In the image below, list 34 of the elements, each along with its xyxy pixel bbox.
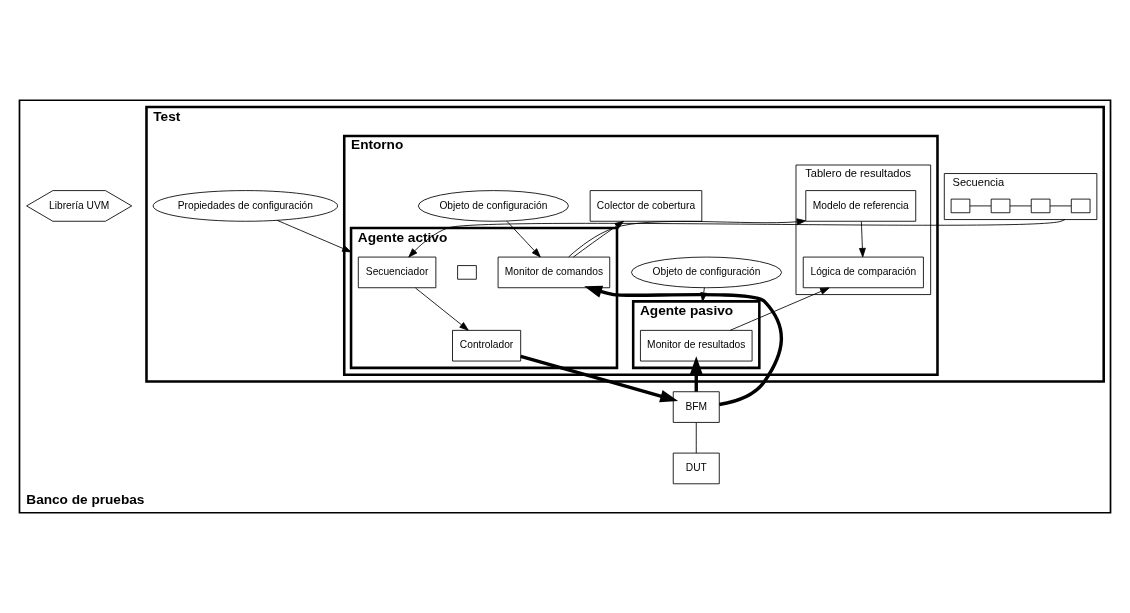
arrow (700, 287, 708, 302)
arrow (568, 218, 807, 258)
connector (695, 422, 697, 454)
node-box (1030, 198, 1051, 214)
node-box: BFM (672, 391, 720, 423)
node-box: Modelo de referencia (805, 190, 917, 222)
arrow (584, 285, 783, 407)
node-ellipse: Propiedades de configuración (152, 190, 338, 222)
connector (1049, 205, 1072, 207)
arrow (520, 354, 679, 403)
arrow (729, 287, 830, 331)
node-box (990, 198, 1011, 214)
node-ellipse: Objeto de configuración (631, 256, 782, 289)
connector (969, 205, 992, 207)
arrow (690, 356, 703, 392)
arrow (506, 220, 541, 258)
node-box: Lógica de comparación (802, 256, 924, 289)
node-box: Secuenciador (357, 256, 437, 289)
cluster: Secuencia (943, 173, 1098, 220)
connector (1009, 205, 1032, 207)
arrow (572, 220, 624, 258)
node-box (457, 265, 477, 280)
node-ellipse: Objeto de configuración (417, 190, 569, 222)
arrow (859, 221, 866, 258)
node-box: Controlador (452, 329, 522, 362)
node-box (1070, 198, 1091, 214)
node-box (950, 198, 971, 214)
node-box: Colector de cobertura (589, 190, 703, 222)
node-box: Monitor de comandos (497, 256, 611, 289)
arrow (408, 219, 1066, 258)
arrow (415, 287, 469, 331)
node-box: DUT (672, 452, 720, 485)
node-box: Monitor de resultados (640, 329, 753, 362)
arrow (276, 219, 352, 253)
